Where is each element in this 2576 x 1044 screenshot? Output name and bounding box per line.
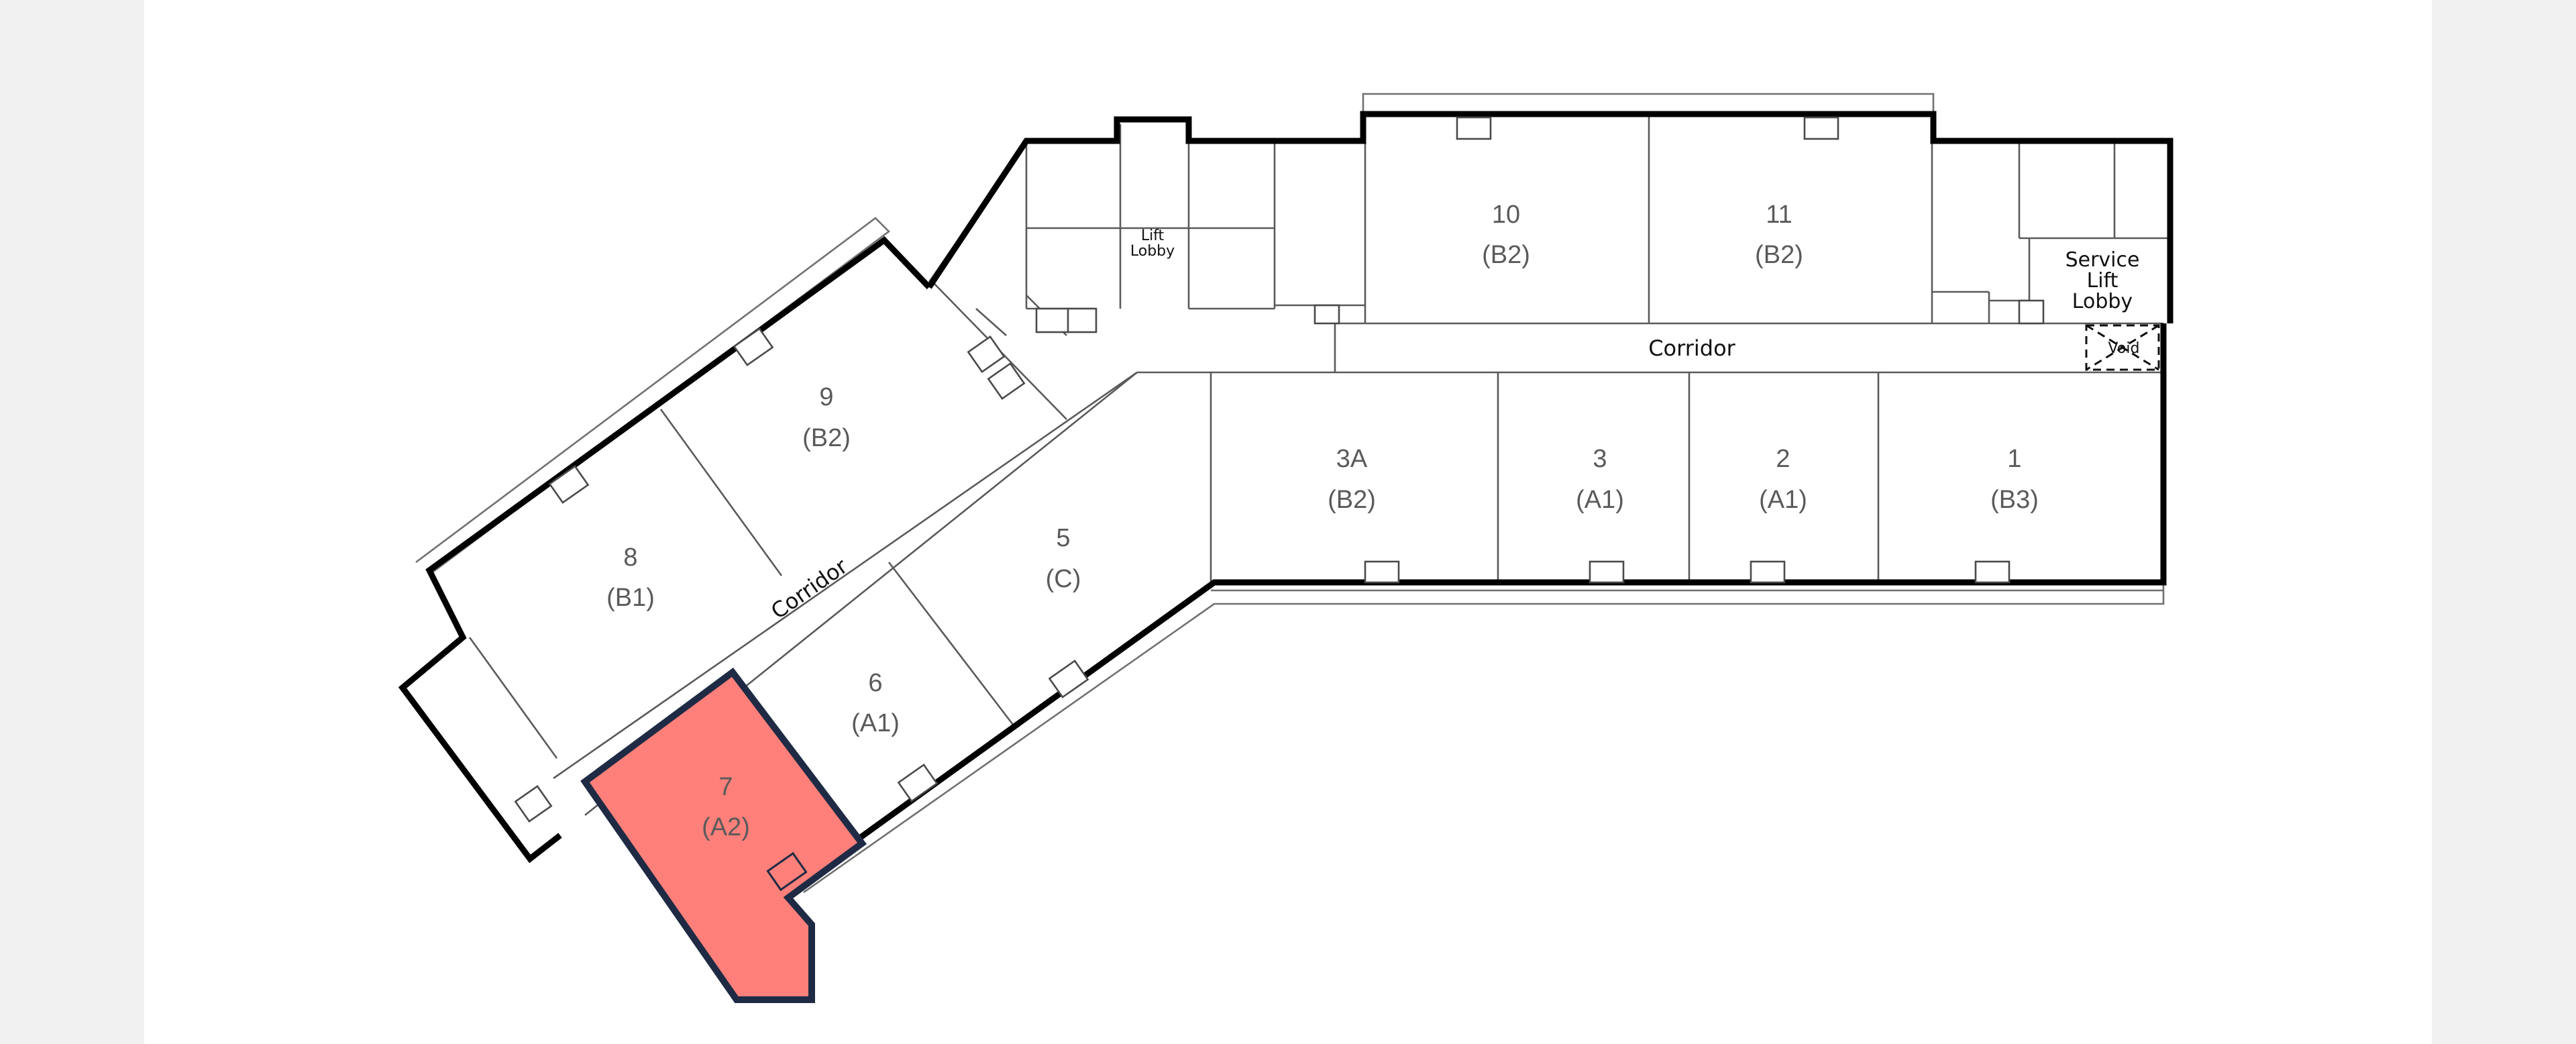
lift-lobby-label-line1: Lift: [1141, 227, 1165, 244]
unit-1-type: (B3): [1990, 486, 2039, 514]
unit-7[interactable]: 7 (A2): [702, 773, 750, 841]
unit-3-number: 3: [1593, 445, 1607, 473]
unit-3-type: (A1): [1576, 486, 1624, 514]
unit-8-number: 8: [623, 543, 637, 572]
service-lift-label-line1: Service: [2065, 248, 2140, 272]
exterior-walls: [398, 111, 2174, 864]
unit-10[interactable]: 10 (B2): [1482, 201, 1530, 269]
unit-5[interactable]: 5 (C): [1046, 524, 1081, 593]
unit-9-number: 9: [819, 383, 833, 411]
void-area: [2085, 324, 2160, 371]
service-lift-label-line3: Lobby: [2072, 290, 2133, 313]
unit-2-type: (A1): [1759, 486, 1807, 514]
corridor-east-label: Corridor: [1648, 335, 1735, 361]
unit-3[interactable]: 3 (A1): [1576, 445, 1624, 514]
unit-7-highlight[interactable]: [580, 668, 867, 1003]
unit-7-number: 7: [718, 773, 733, 801]
service-lift-label-line2: Lift: [2087, 269, 2118, 293]
unit-11-number: 11: [1766, 201, 1792, 229]
unit-5-type: (C): [1046, 565, 1081, 593]
unit-10-type: (B2): [1482, 241, 1530, 269]
unit-8[interactable]: 8 (B1): [606, 543, 655, 612]
unit-1[interactable]: 1 (B3): [1990, 445, 2039, 514]
unit-11-type: (B2): [1755, 241, 1803, 269]
unit-3a-number: 3A: [1336, 445, 1368, 473]
unit-1-number: 1: [2007, 445, 2021, 473]
unit-6-number: 6: [868, 669, 882, 697]
unit-8-type: (B1): [606, 584, 655, 612]
unit-6-type: (A1): [851, 709, 900, 737]
unit-3a[interactable]: 3A (B2): [1328, 445, 1376, 514]
lift-lobby-label-line2: Lobby: [1130, 243, 1175, 260]
unit-9[interactable]: 9 (B2): [802, 383, 851, 452]
plan-canvas: [144, 0, 2432, 1044]
void-label: Void: [2108, 340, 2140, 357]
unit-5-number: 5: [1056, 524, 1070, 552]
unit-9-type: (B2): [802, 424, 851, 452]
service-boxes: [514, 116, 2045, 823]
unit-11[interactable]: 11 (B2): [1755, 201, 1803, 269]
unit-2-number: 2: [1776, 445, 1790, 473]
unit-labels: 1 (B3) 2 (A1) 3 (A1) 3A (B2) 5 (C) 6 (A1…: [606, 201, 2039, 841]
unit-10-number: 10: [1492, 201, 1520, 229]
unit-6[interactable]: 6 (A1): [851, 669, 900, 737]
unit-3a-type: (B2): [1328, 486, 1376, 514]
unit-7-type: (A2): [702, 813, 750, 841]
unit-2[interactable]: 2 (A1): [1759, 445, 1807, 514]
